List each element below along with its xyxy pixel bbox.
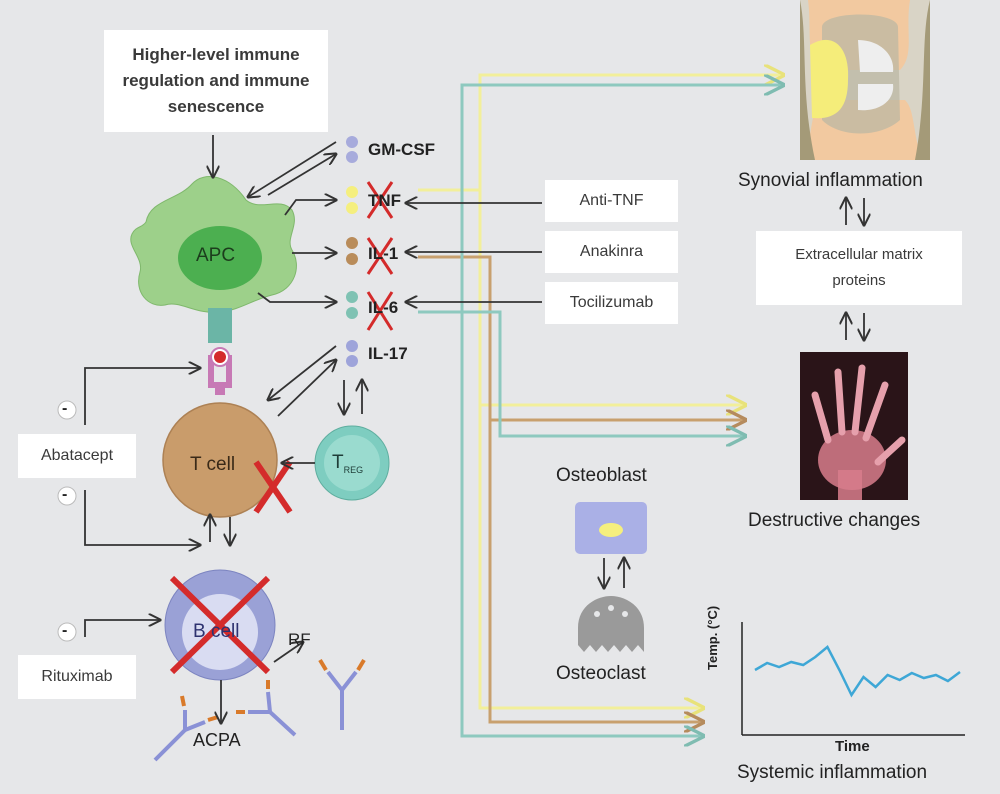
anti-tnf-box: Anti-TNF	[545, 180, 678, 222]
abatacept-minus-bottom	[57, 486, 77, 506]
regulation-arrows	[84, 135, 624, 723]
anakinra-box: Anakinra	[545, 231, 678, 273]
tcr-receptor	[208, 347, 232, 395]
il6-dots	[346, 291, 358, 319]
abatacept-minus-bottom-sign: -	[62, 486, 68, 503]
ecm-label: Extracellular matrix proteins	[795, 246, 923, 289]
il1-block-cross	[366, 237, 394, 275]
cytokine-il-1: IL-1	[368, 244, 399, 263]
synovial-ecm-arrows	[846, 198, 864, 340]
il6-signal-lines	[418, 85, 783, 736]
rituximab-minus	[57, 622, 77, 642]
destructive-changes-label: Destructive changes	[748, 510, 921, 531]
temp-chart-line	[754, 645, 961, 698]
osteoclast-cell	[578, 596, 644, 652]
b-cell-label: B cell	[193, 621, 240, 642]
tnf-block-cross	[366, 181, 394, 219]
anti-tnf-label: Anti-TNF	[579, 192, 644, 209]
cytokine-il-6: IL-6	[368, 298, 399, 317]
tocilizumab-label: Tocilizumab	[569, 294, 654, 311]
hand-xray-image	[800, 352, 908, 500]
treg-label: TREG	[332, 452, 363, 475]
cytokine-tnf: TNF	[368, 191, 402, 210]
abatacept-minus-top-sign: -	[62, 400, 68, 417]
ecm-box: Extracellular matrix proteins	[756, 231, 962, 305]
apc-cell	[130, 176, 297, 343]
tnf-dots	[346, 186, 358, 214]
t-cell-label: T cell	[190, 454, 236, 475]
regulation-text: Higher-level immune regulation and immun…	[122, 45, 310, 116]
temp-chart-xlabel: Time	[835, 738, 870, 755]
abatacept-box: Abatacept	[18, 434, 136, 478]
abatacept-label: Abatacept	[40, 447, 114, 464]
osteoblast-label: Osteoblast	[556, 465, 647, 486]
il1-dots	[346, 237, 358, 265]
acpa-label: ACPA	[193, 730, 241, 750]
il6-block-cross	[366, 291, 394, 331]
treg-cell	[314, 425, 390, 501]
apc-label: APC	[196, 245, 236, 266]
anakinra-label: Anakinra	[579, 243, 644, 260]
t-cell	[162, 402, 278, 518]
il1-signal-lines	[418, 255, 745, 722]
treg-label-sub: REG	[343, 464, 364, 475]
regulation-box: Higher-level immune regulation and immun…	[104, 30, 328, 132]
osteoclast-label: Osteoclast	[556, 663, 646, 684]
tnf-signal-lines	[418, 75, 783, 708]
treg-label-main: T	[332, 452, 344, 473]
cytokine-il-17: IL-17	[368, 344, 408, 363]
cytokine-gm-csf: GM-CSF	[368, 140, 436, 159]
t-cell-block-cross	[253, 460, 293, 514]
antibody-rf	[318, 658, 366, 730]
b-cell-block-cross	[169, 575, 271, 675]
antibody-acpa-right	[236, 680, 297, 737]
systemic-inflammation-label: Systemic inflammation	[737, 762, 928, 783]
tocilizumab-box: Tocilizumab	[545, 282, 678, 324]
temp-chart-ylabel: Temp. (°C)	[705, 605, 720, 670]
rituximab-label: Rituximab	[41, 668, 113, 685]
osteoblast-cell	[575, 502, 647, 554]
rituximab-minus-sign: -	[62, 622, 68, 639]
il17-dots	[346, 340, 358, 367]
joint-illustration	[800, 0, 930, 160]
gm-csf-dots	[346, 136, 358, 163]
abatacept-minus-top	[57, 400, 77, 420]
temp-chart-axes	[741, 622, 965, 736]
rf-label: RF	[288, 630, 311, 649]
rituximab-box: Rituximab	[18, 655, 136, 699]
synovial-inflammation-label: Synovial inflammation	[738, 170, 923, 191]
